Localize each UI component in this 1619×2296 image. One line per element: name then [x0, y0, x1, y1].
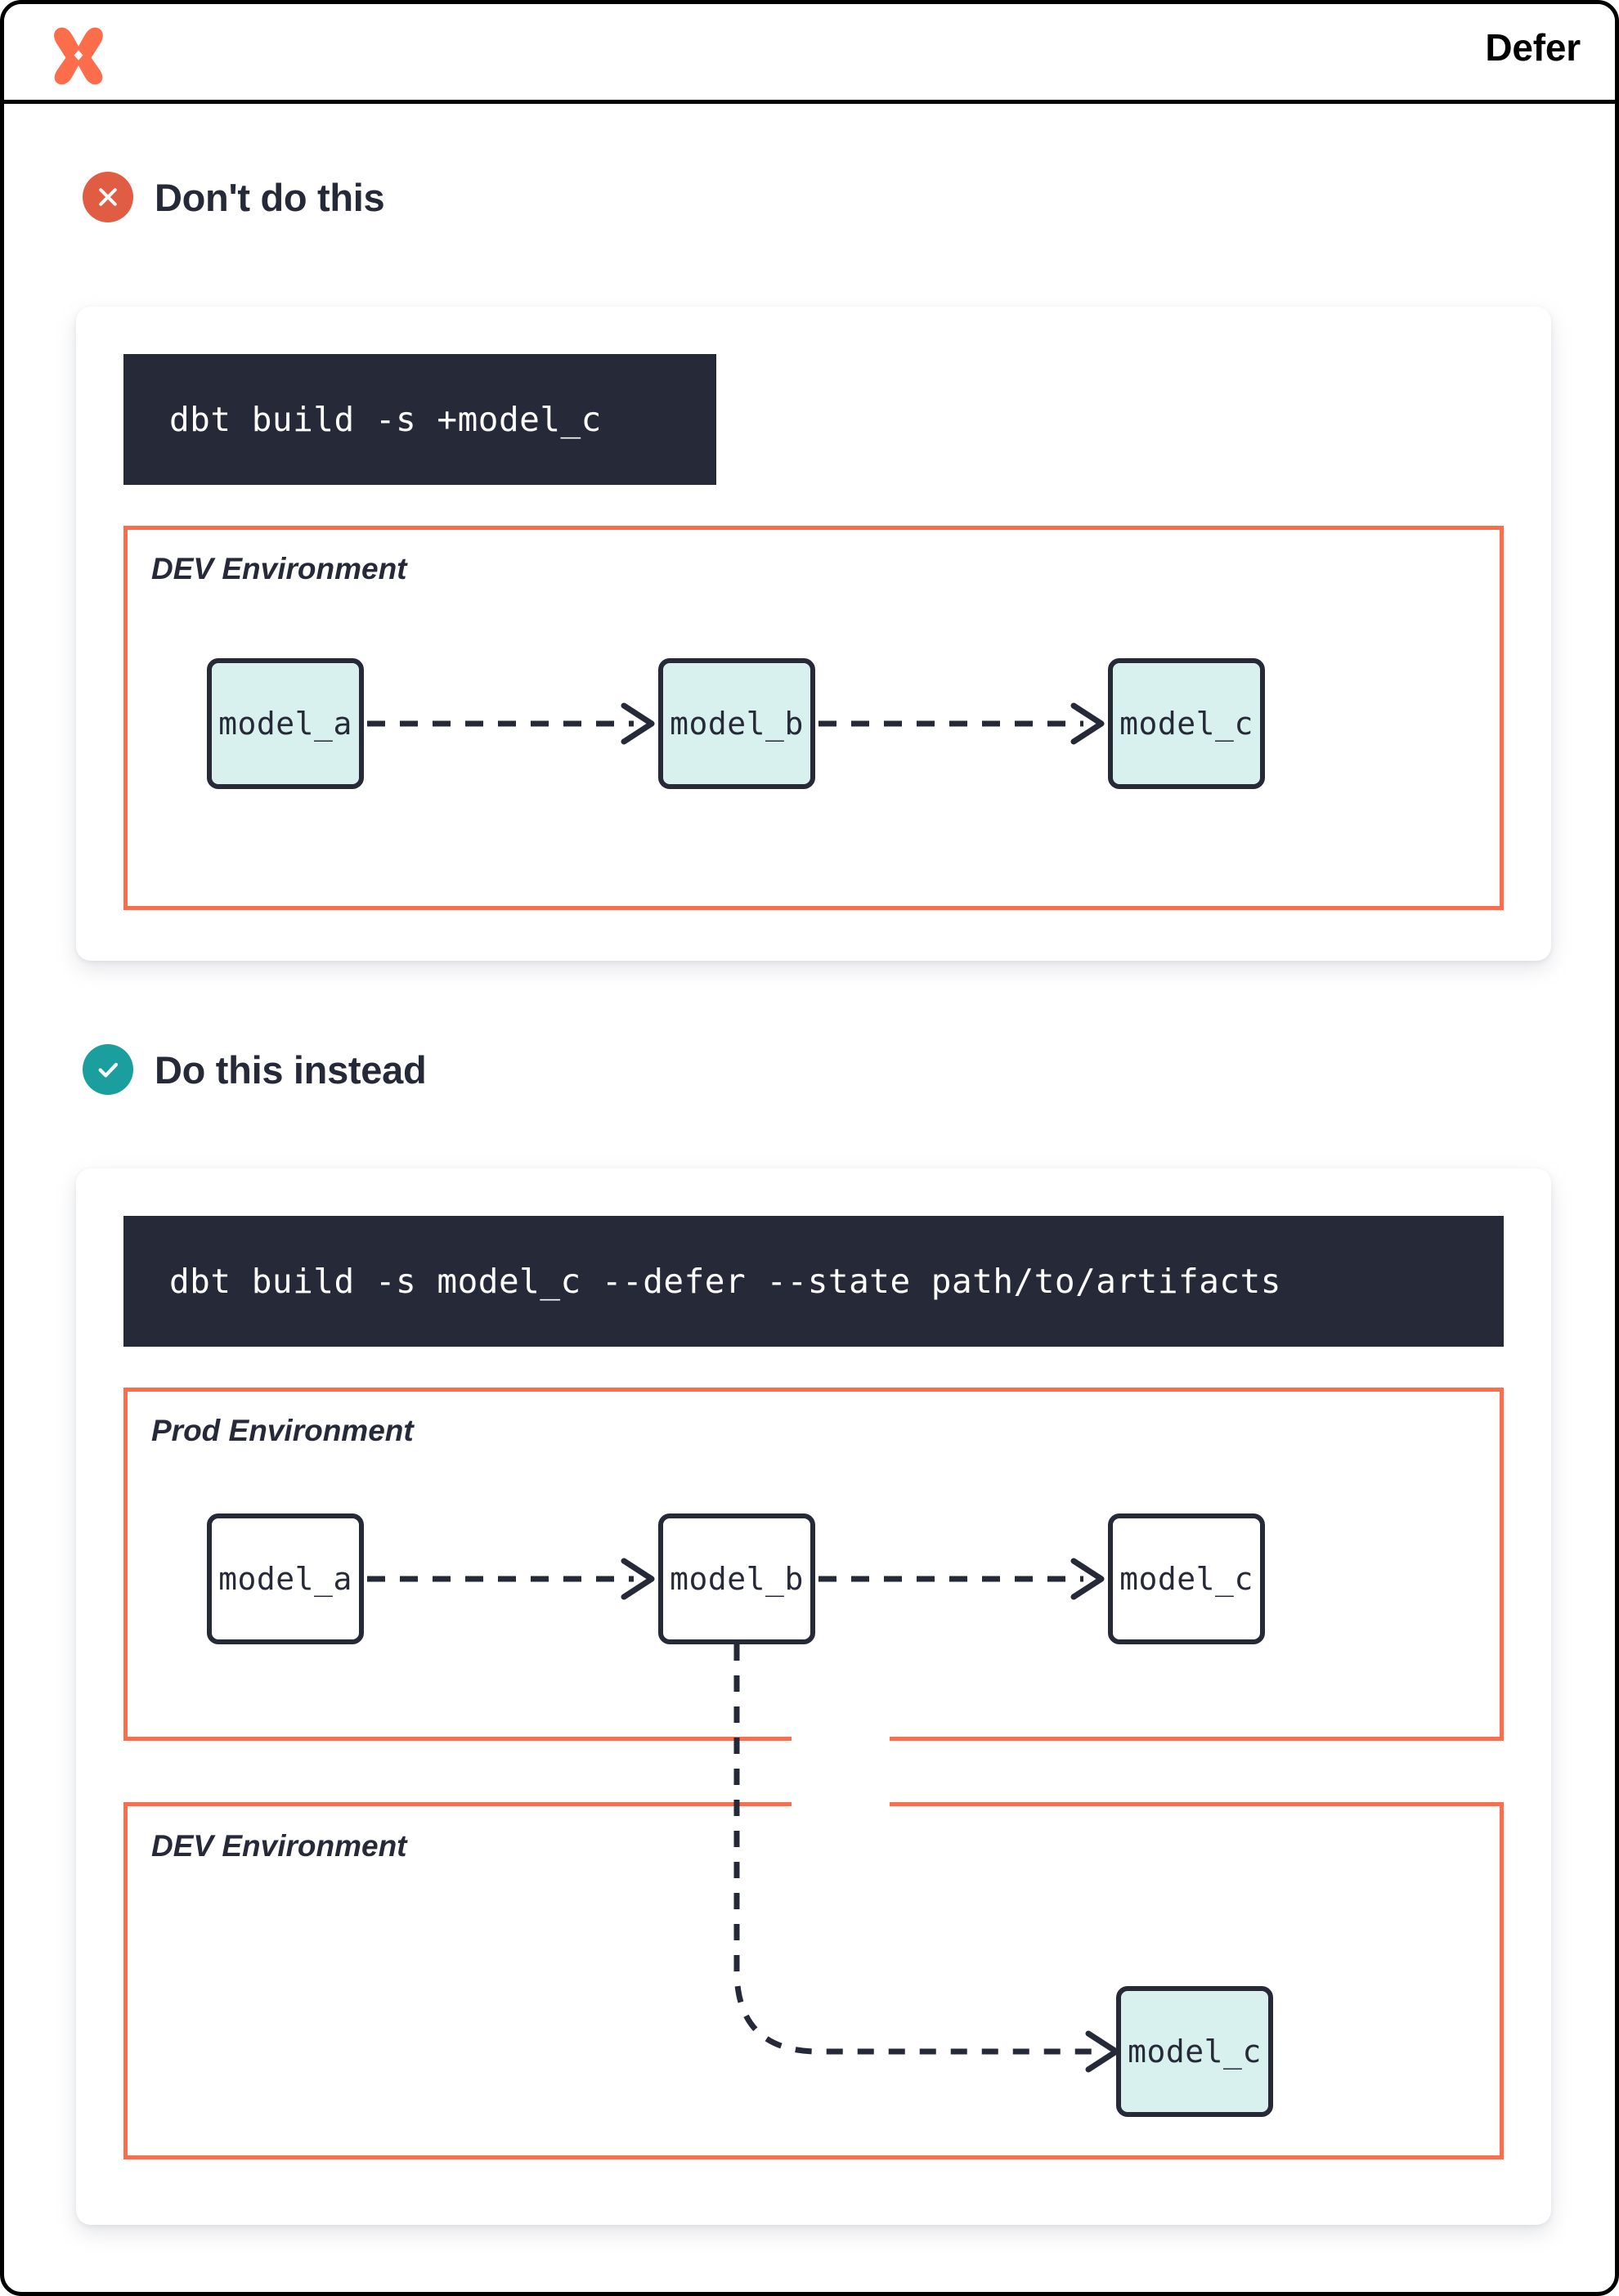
card-dont: dbt build -s +model_c DEV Environment mo…	[76, 307, 1551, 961]
node-model-b-dont: model_b	[658, 658, 815, 789]
env-label-dev-dont: DEV Environment	[151, 552, 407, 585]
section-header-do: Do this instead	[83, 1044, 427, 1095]
section-header-dont: Don't do this	[83, 172, 385, 222]
node-model-b-prod: model_b	[658, 1513, 815, 1644]
env-box-dev-left	[123, 1802, 128, 2159]
env-box-prod-frame	[123, 1388, 1504, 1741]
env-label-dev-do: DEV Environment	[151, 1829, 407, 1863]
arrow-b-to-c-prod	[818, 1558, 1105, 1600]
arrow-a-to-b-dont	[367, 702, 655, 745]
arrow-a-to-b-prod	[367, 1558, 655, 1600]
card-do: dbt build -s model_c --defer --state pat…	[76, 1168, 1551, 2225]
env-box-dev-dont	[123, 526, 1504, 910]
arrow-b-to-c-dont	[818, 702, 1105, 745]
node-model-c-prod: model_c	[1108, 1513, 1265, 1644]
section-title-do: Do this instead	[155, 1047, 427, 1092]
section-title-dont: Don't do this	[155, 175, 385, 219]
env-box-dev-top-left	[123, 1802, 792, 1806]
env-box-dev-top-right	[890, 1802, 1504, 1806]
x-icon	[83, 172, 133, 222]
env-box-dev-bottom	[123, 2155, 1504, 2159]
env-label-prod: Prod Environment	[151, 1414, 414, 1447]
node-model-c-dont: model_c	[1108, 658, 1265, 789]
env-box-prod-bottom-left	[123, 1737, 792, 1741]
node-model-c-dev: model_c	[1116, 1986, 1273, 2117]
code-block-do: dbt build -s model_c --defer --state pat…	[123, 1216, 1504, 1347]
dbt-logo-icon	[47, 22, 110, 86]
env-box-dev-right	[1500, 1802, 1504, 2159]
page-title: Defer	[1485, 26, 1581, 69]
code-block-dont: dbt build -s +model_c	[123, 354, 716, 485]
node-model-a-prod: model_a	[207, 1513, 364, 1644]
arrow-defer-prod-b-to-dev-c	[733, 1644, 1119, 2073]
page-header: Defer	[4, 4, 1615, 104]
check-icon	[83, 1044, 133, 1095]
env-box-prod-bottom-right	[890, 1737, 1504, 1741]
node-model-a-dont: model_a	[207, 658, 364, 789]
